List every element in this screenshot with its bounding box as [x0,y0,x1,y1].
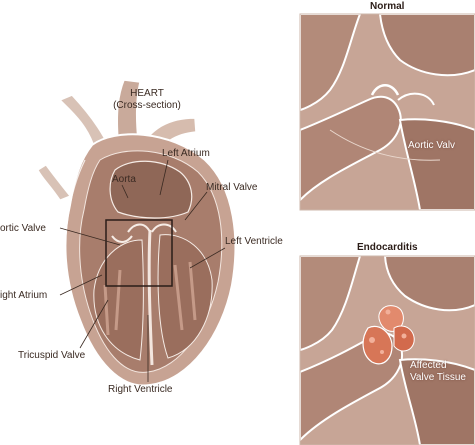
label-tricuspid-valve: Tricuspid Valve [18,350,85,361]
endocarditis-panel-title: Endocarditis [357,242,418,253]
label-left-atrium: Left Atrium [162,148,210,159]
label-aortic-valve: ortic Valve [0,223,46,234]
heart-title-line1: HEART [92,88,202,100]
label-aorta: Aorta [112,174,136,185]
label-left-ventricle: Left Ventricle [225,236,283,247]
heart-title: HEART (Cross-section) [92,88,202,112]
endocarditis-panel [300,256,475,445]
label-mitral-valve: Mitral Valve [206,182,258,193]
normal-panel [300,14,475,210]
endocarditis-caption-line2: Valve Tissue [410,372,466,384]
normal-panel-caption: Aortic Valv [408,140,455,152]
label-right-ventricle: Right Ventricle [108,384,172,395]
endocarditis-panel-caption: Affected Valve Tissue [410,360,466,384]
normal-panel-title: Normal [370,1,404,12]
label-right-atrium: ight Atrium [0,290,47,301]
heart-title-line2: (Cross-section) [92,100,202,112]
endocarditis-caption-line1: Affected [410,360,466,372]
